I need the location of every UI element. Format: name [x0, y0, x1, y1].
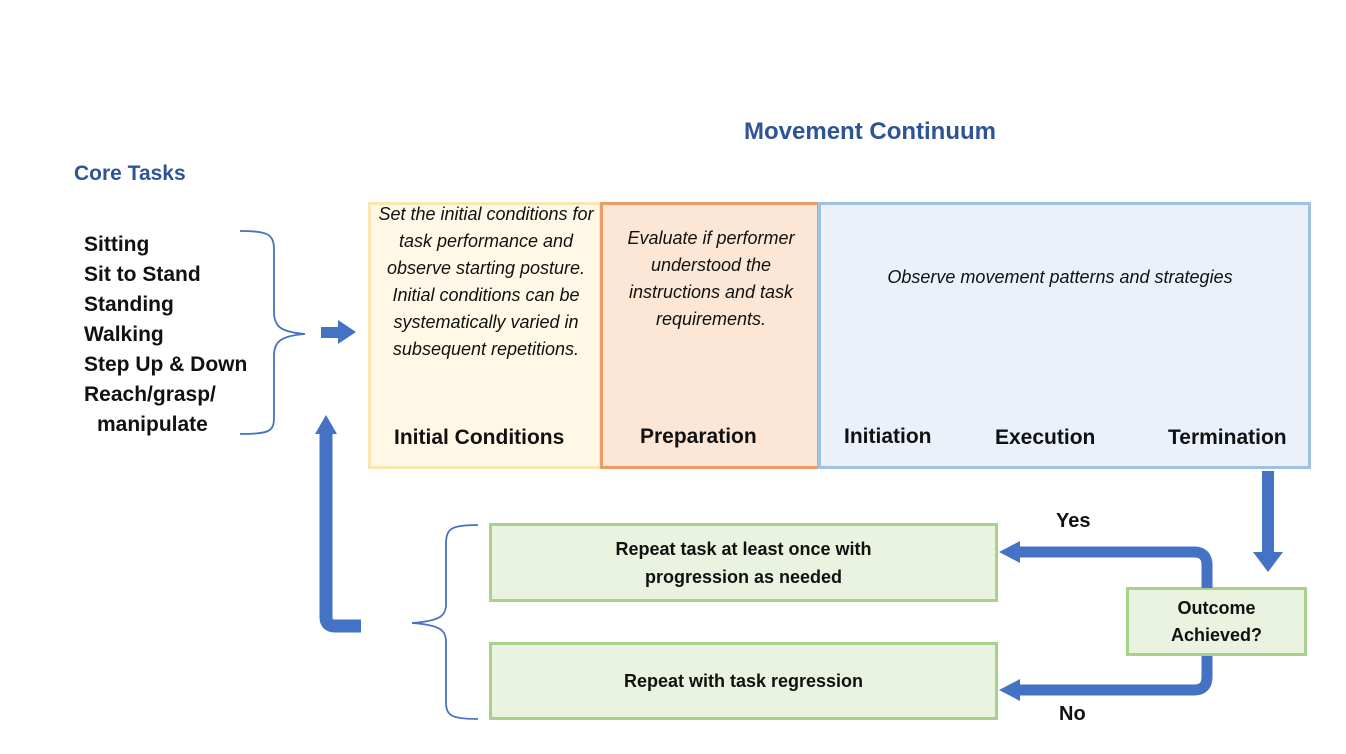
movement-phases-box: [818, 202, 1311, 469]
outcome-text: Outcome Achieved?: [1170, 597, 1263, 645]
repeat-regression-text: Repeat with task regression: [623, 671, 864, 691]
task-item-reach-grasp: Reach/grasp/: [84, 383, 216, 406]
no-label: No: [1059, 703, 1086, 725]
preparation-box: [600, 202, 820, 469]
right-arrow-icon: [321, 320, 356, 344]
task-item-sit-to-stand: Sit to Stand: [84, 263, 201, 286]
yes-arrow-icon: [999, 541, 1213, 588]
movement-continuum-title: Movement Continuum: [744, 118, 996, 145]
repeat-progression-box: Repeat task at least once with progressi…: [489, 523, 998, 602]
execution-label: Execution: [995, 426, 1096, 449]
termination-label: Termination: [1168, 426, 1287, 449]
core-task-list: Sitting Sit to Stand Standing Walking St…: [84, 230, 284, 440]
core-tasks-title: Core Tasks: [74, 162, 186, 185]
task-item-walking: Walking: [84, 323, 164, 346]
preparation-label: Preparation: [640, 425, 757, 448]
preparation-description: Evaluate if performer understood the ins…: [627, 228, 795, 329]
initial-conditions-description: Set the initial conditions for task perf…: [378, 204, 594, 359]
core-tasks-brace-icon: [239, 230, 306, 435]
outcome-decision-box: Outcome Achieved?: [1126, 587, 1307, 656]
initiation-label: Initiation: [844, 425, 932, 448]
loop-back-arrow-icon: [315, 415, 361, 633]
repeat-progression-text: Repeat task at least once with progressi…: [615, 538, 872, 587]
repeat-regression-box: Repeat with task regression: [489, 642, 998, 720]
yes-label: Yes: [1056, 510, 1091, 532]
repeat-options-brace-icon: [411, 524, 479, 720]
task-item-sitting: Sitting: [84, 233, 150, 256]
task-item-step-up-down: Step Up & Down: [84, 353, 248, 376]
initial-conditions-box: [368, 202, 602, 469]
down-arrow-icon: [1253, 471, 1283, 572]
movement-description: Observe movement patterns and strategies: [887, 267, 1233, 287]
task-item-manipulate: manipulate: [97, 413, 208, 436]
no-arrow-icon: [999, 656, 1213, 701]
task-item-standing: Standing: [84, 293, 174, 316]
initial-conditions-label: Initial Conditions: [394, 426, 565, 449]
